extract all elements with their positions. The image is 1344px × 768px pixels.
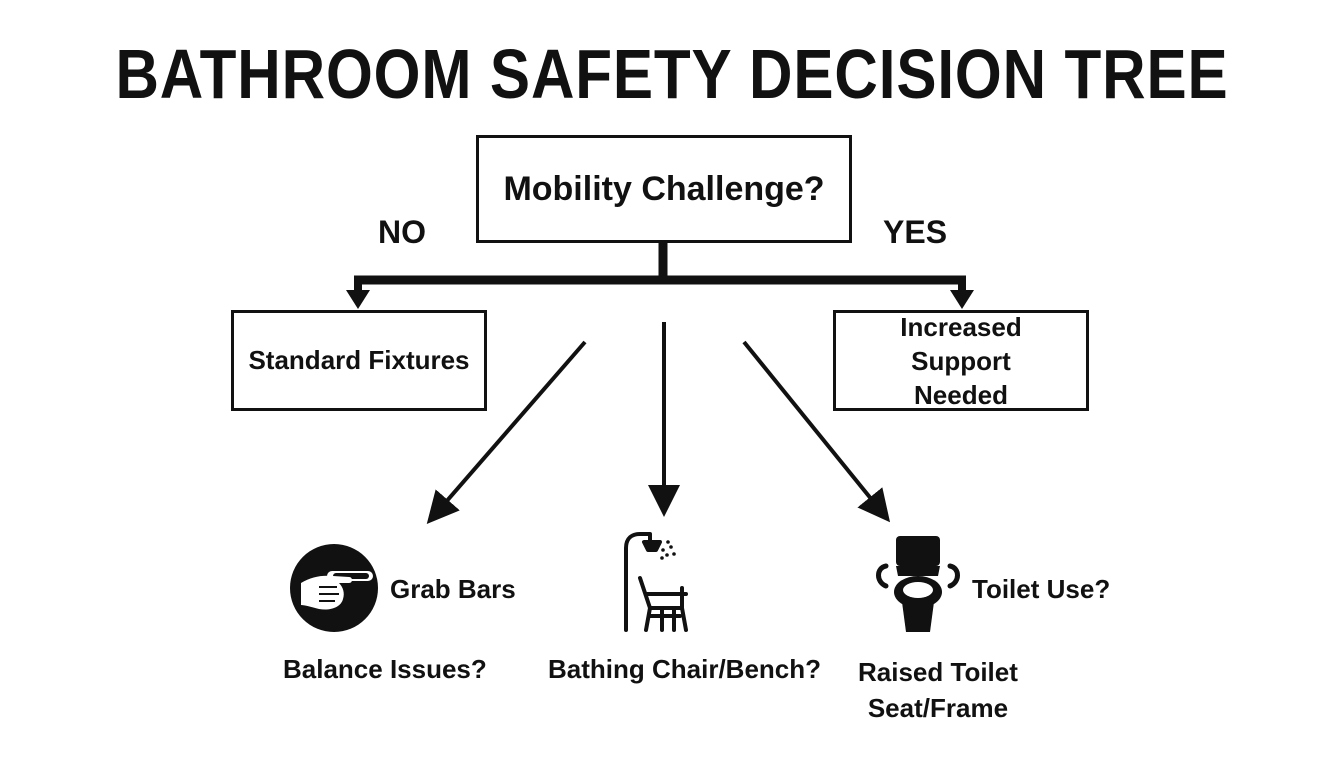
toilet-frame-icon	[872, 532, 964, 645]
raised-toilet-caption-line1: Raised Toilet	[858, 657, 1018, 687]
increased-support-label-line1: Increased Support	[900, 311, 1022, 376]
branch-yes-label: YES	[883, 214, 948, 250]
standard-fixtures-label: Standard Fixtures	[248, 345, 470, 375]
branch-yes-arrowhead	[950, 290, 974, 309]
grab-bar-hand-icon	[289, 543, 379, 638]
shower-chair-icon	[616, 528, 696, 639]
raised-toilet-caption: Raised Toilet Seat/Frame	[858, 654, 1018, 726]
grab-bars-label: Grab Bars	[390, 574, 516, 604]
arrow-to-grab-bars	[426, 340, 587, 525]
branch-no-arrowhead	[346, 290, 370, 309]
balance-issues-caption: Balance Issues?	[283, 654, 487, 684]
toilet-use-label: Toilet Use?	[972, 574, 1111, 604]
increased-support-box: Increased Support Needed	[833, 310, 1089, 411]
arrow-to-toilet	[742, 340, 891, 523]
standard-fixtures-box: Standard Fixtures	[231, 310, 487, 411]
raised-toilet-caption-line2: Seat/Frame	[867, 693, 1009, 723]
page-title: BATHROOM SAFETY DECISION TREE	[115, 35, 1229, 113]
root-question-box: Mobility Challenge?	[476, 135, 852, 243]
bathing-chair-caption: Bathing Chair/Bench?	[548, 654, 822, 684]
branch-no-label: NO	[378, 214, 426, 250]
root-question-label: Mobility Challenge?	[503, 169, 825, 208]
increased-support-label-line2: Needed	[914, 379, 1008, 410]
